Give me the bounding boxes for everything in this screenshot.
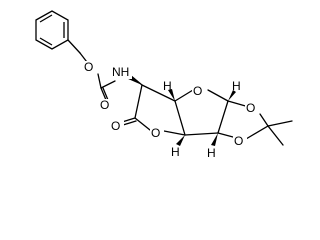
lactone-ring [121, 84, 186, 136]
atom-o-carbamate-ester: O [84, 60, 93, 74]
atom-o-acetonide-top: O [246, 101, 255, 115]
atom-h-bottom-left: H [171, 145, 180, 159]
structure-svg: O O NH O O O O O H H H H [35, 10, 293, 160]
furanose-ring [141, 84, 229, 136]
molecule-diagram: O O NH O O O O O H H H H [35, 10, 293, 160]
atom-nh: NH [112, 65, 129, 79]
atom-h-top: H [163, 79, 172, 93]
atom-h-bottom-right: H [207, 146, 216, 160]
benzene-ring [35, 10, 69, 50]
atom-h-anomeric: H [232, 79, 241, 93]
atom-o-carbamate-carbonyl: O [100, 98, 109, 112]
carbamate-chain [67, 39, 143, 101]
atom-labels: O O NH O O O O O H H H H [83, 60, 259, 160]
atom-o-lactone-carbonyl: O [111, 119, 120, 133]
atom-o-lactone-ring: O [151, 126, 160, 140]
atom-o-acetonide-bottom: O [234, 134, 243, 148]
atom-o-furanose: O [193, 84, 202, 98]
